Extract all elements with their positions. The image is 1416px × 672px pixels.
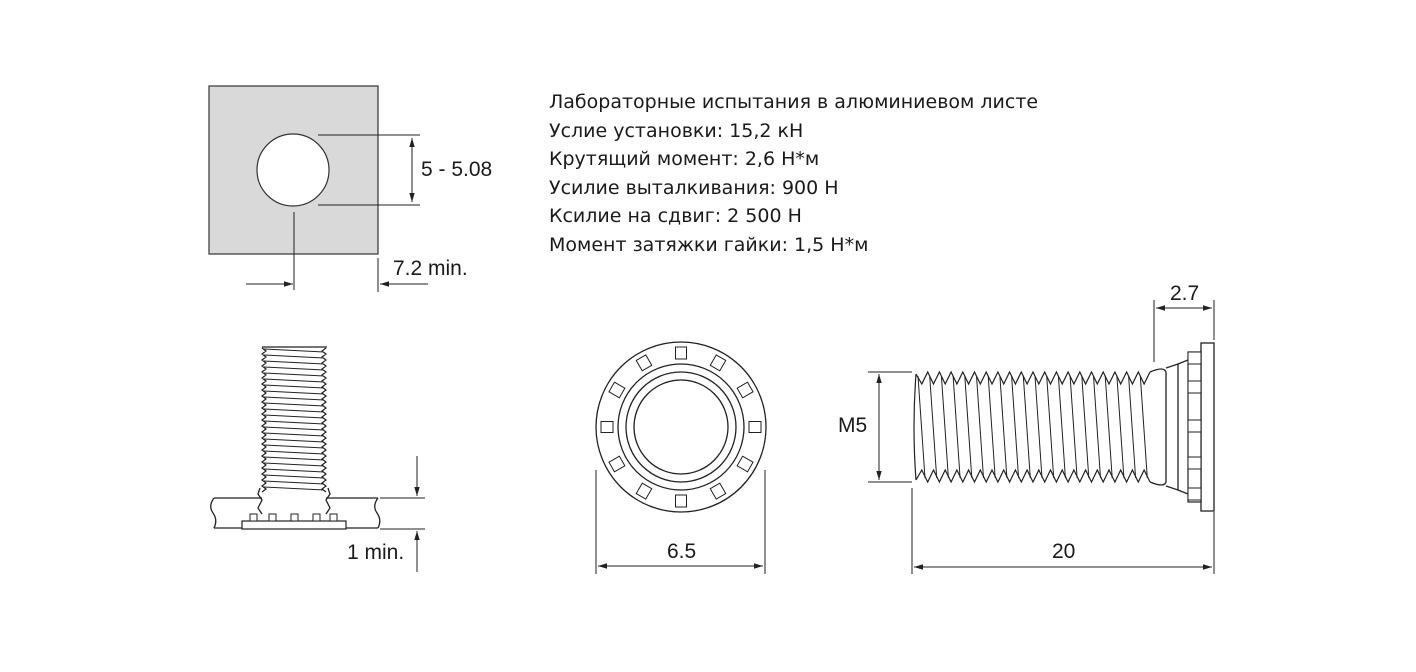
head-serrations [600,346,762,508]
serration-tooth [608,455,626,473]
length-label: 20 [1052,540,1075,563]
serration-tooth [736,455,754,473]
installed-stud-view: 1 min. [210,346,425,572]
serration-tooth [675,494,687,508]
sheet-thickness-label: 1 min. [347,541,404,564]
stud-top-view: 6.5 [595,341,767,574]
thread-size-label: M5 [838,414,867,437]
mounting-hole [256,133,330,207]
edge-distance-label: 7.2 min. [393,257,468,280]
side-head-flange [1200,342,1215,512]
serration-tooth [635,482,653,500]
serration-tooth [675,346,687,360]
spec-pushout: Усилие выталкивания: 900 Н [549,176,839,199]
serration-tooth [736,381,754,399]
head-diameter-label: 6.5 [667,540,696,563]
specs-list: Лабораторные испытания в алюминиевом лис… [549,88,1038,260]
spec-torque: Крутящий момент: 2,6 Н*м [549,148,820,171]
serration-tooth [748,421,762,433]
spec-nut-torque: Момент затяжки гайки: 1,5 Н*м [549,233,869,256]
head-height-label: 2.7 [1170,282,1199,305]
side-thread [913,370,1151,484]
mounting-hole-view: 5 - 5.08 7.2 min. [208,85,492,292]
head-outer-circle [595,341,767,513]
serration-tooth [709,482,727,500]
hole-diameter-label: 5 - 5.08 [421,158,492,181]
serration-tooth [600,421,614,433]
head-inner-circle [633,379,729,475]
stud-head [241,520,347,530]
spec-shear: Ксилие на сдвиг: 2 500 Н [549,205,802,228]
spec-install-force: Услие установки: 15,2 кН [549,119,804,142]
stud-side-view: M5 20 2.7 [838,282,1215,574]
serration-tooth [709,354,727,372]
stud-thread [261,346,327,493]
specs-title: Лабораторные испытания в алюминиевом лис… [549,91,1039,113]
serration-tooth [635,354,653,372]
serration-tooth [608,381,626,399]
